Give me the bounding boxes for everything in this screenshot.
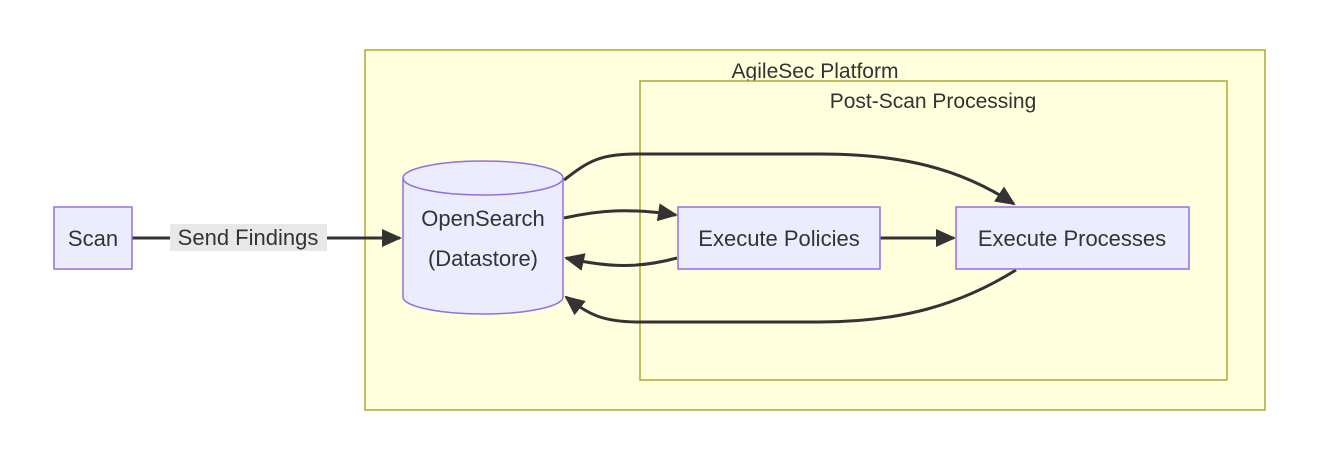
node-opensearch-label-line1: OpenSearch (421, 206, 545, 231)
node-scan-label: Scan (68, 226, 118, 251)
node-execute-processes[interactable]: Execute Processes (955, 206, 1190, 270)
edge-execute-processes-to-opensearch (564, 268, 1017, 324)
edge-execute-policies-to-opensearch (564, 253, 678, 271)
edge-label-send-findings: Send Findings (170, 224, 327, 251)
node-execute-processes-label: Execute Processes (978, 226, 1166, 251)
edge-opensearch-to-execute-policies (563, 203, 678, 222)
node-execute-policies-label: Execute Policies (698, 226, 859, 251)
node-opensearch-datastore[interactable]: OpenSearch (Datastore) (402, 160, 564, 315)
node-opensearch-label-line2: (Datastore) (428, 246, 538, 271)
edge-label-send-findings-text: Send Findings (178, 225, 319, 250)
datastore-cylinder-icon (402, 160, 564, 315)
datastore-cylinder-top (402, 177, 564, 196)
node-scan[interactable]: Scan (53, 206, 133, 270)
node-execute-policies[interactable]: Execute Policies (677, 206, 881, 270)
edge-opensearch-to-execute-processes (563, 152, 1016, 206)
cluster-post-scan-processing-label: Post-Scan Processing (830, 90, 1037, 113)
cluster-agilesec-platform-label: AgileSec Platform (732, 60, 899, 83)
